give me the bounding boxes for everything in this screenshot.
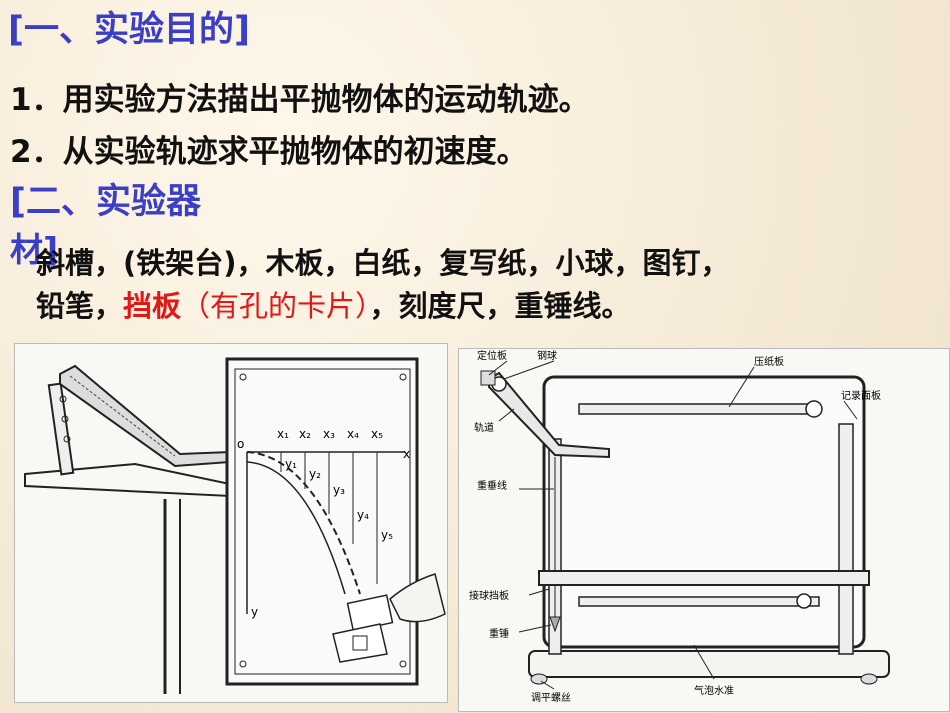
objective-2: 2．从实验轨迹求平抛物体的初速度。 (10, 134, 528, 170)
stand-post (47, 382, 75, 476)
stand-hole (59, 395, 67, 403)
materials-line-1: 斜槽，(铁架台)，木板，白纸，复写纸，小球，图钉， (36, 246, 730, 280)
chute (59, 364, 231, 468)
pin (399, 660, 407, 668)
paper (234, 368, 411, 675)
stand-hole (63, 435, 71, 443)
positioning-plate (480, 370, 496, 386)
x-label-3: x₃ (323, 427, 335, 441)
figure-apparatus-diagram: 定位板 钢球 轨道 重垂线 接球挡板 重锤 调平螺丝 压纸板 记录面板 气泡水准 (458, 348, 950, 712)
leveling-foot (530, 673, 548, 685)
leader (503, 360, 555, 380)
section-title-purpose: [一、实验目的] (8, 10, 250, 50)
label-plumb-bob: 重锤 (489, 627, 509, 640)
leader (518, 624, 552, 633)
leveling-foot (860, 673, 878, 685)
label-catch-board: 接球挡板 (469, 589, 509, 602)
plumb-bob (549, 616, 561, 633)
trajectory-curve (246, 451, 361, 595)
lower-knob (796, 593, 812, 609)
materials-line-2: 铅笔，挡板（有孔的卡片），刻度尺，重锤线。 (36, 286, 631, 326)
leader (528, 588, 550, 596)
chute-track (69, 375, 176, 457)
hand (389, 573, 446, 623)
y-label-4: y₄ (357, 508, 369, 522)
x-label-4: x₄ (347, 427, 359, 441)
trajectory-illustration: o x y x₁ x₂ x₃ x₄ x₅ y₁ y₂ y₃ y₄ y₅ (24, 357, 446, 694)
leader (540, 680, 555, 690)
label-positioning-plate: 定位板 (477, 349, 507, 362)
leader (488, 360, 508, 376)
y-label-3: y₃ (333, 483, 345, 497)
label-steel-ball: 钢球 (537, 349, 557, 362)
card-hole (352, 635, 368, 651)
label-plumb-line: 重垂线 (477, 479, 507, 492)
y-axis-label: y (251, 605, 258, 619)
x-label-5: x₅ (371, 427, 383, 441)
objective-1: 1．用实验方法描出平抛物体的运动轨迹。 (10, 82, 590, 118)
pin (239, 660, 247, 668)
x-label-1: x₁ (277, 427, 289, 441)
section-title-materials-cont: 材] (10, 230, 59, 269)
card-bottom (332, 623, 388, 663)
stand-hole (61, 415, 69, 423)
leader (693, 644, 715, 680)
pin (399, 373, 407, 381)
apparatus-illustration: 定位板 钢球 轨道 重垂线 接球挡板 重锤 调平螺丝 压纸板 记录面板 气泡水准 (469, 349, 890, 704)
y-label-1: y₁ (285, 457, 297, 471)
label-press-plate: 压纸板 (754, 355, 784, 368)
x-label-2: x₂ (299, 427, 311, 441)
label-leveling-screw: 调平螺丝 (531, 692, 571, 704)
base (528, 650, 890, 678)
right-post (838, 423, 854, 655)
origin-label: o (237, 437, 244, 451)
label-record-board: 记录面板 (841, 389, 881, 402)
press-plate-knob (805, 400, 823, 418)
trajectory-curve-inner (246, 461, 346, 595)
materials-highlight-note: （有孔的卡片） (181, 289, 370, 323)
x-axis-label: x (403, 447, 410, 461)
table-top (24, 462, 231, 498)
leader (728, 366, 755, 408)
materials-line-2-start: 铅笔， (36, 289, 124, 323)
catch-board (538, 570, 870, 586)
leader (843, 400, 858, 420)
press-plate (578, 403, 820, 415)
y-label-2: y₂ (309, 467, 321, 481)
section-title-materials: [二、实验器 (10, 182, 201, 222)
label-bubble-level: 气泡水准 (694, 684, 734, 697)
leader (498, 408, 515, 422)
materials-highlight: 挡板 (123, 289, 182, 323)
materials-line-2-end: ，刻度尺，重锤线。 (369, 289, 631, 323)
pin (239, 373, 247, 381)
board (225, 357, 419, 686)
figure-trajectory-drawing: o x y x₁ x₂ x₃ x₄ x₅ y₁ y₂ y₃ y₄ y₅ (14, 343, 448, 703)
label-track: 轨道 (474, 421, 494, 434)
y-label-5: y₅ (381, 528, 393, 542)
lower-slot (578, 596, 820, 607)
